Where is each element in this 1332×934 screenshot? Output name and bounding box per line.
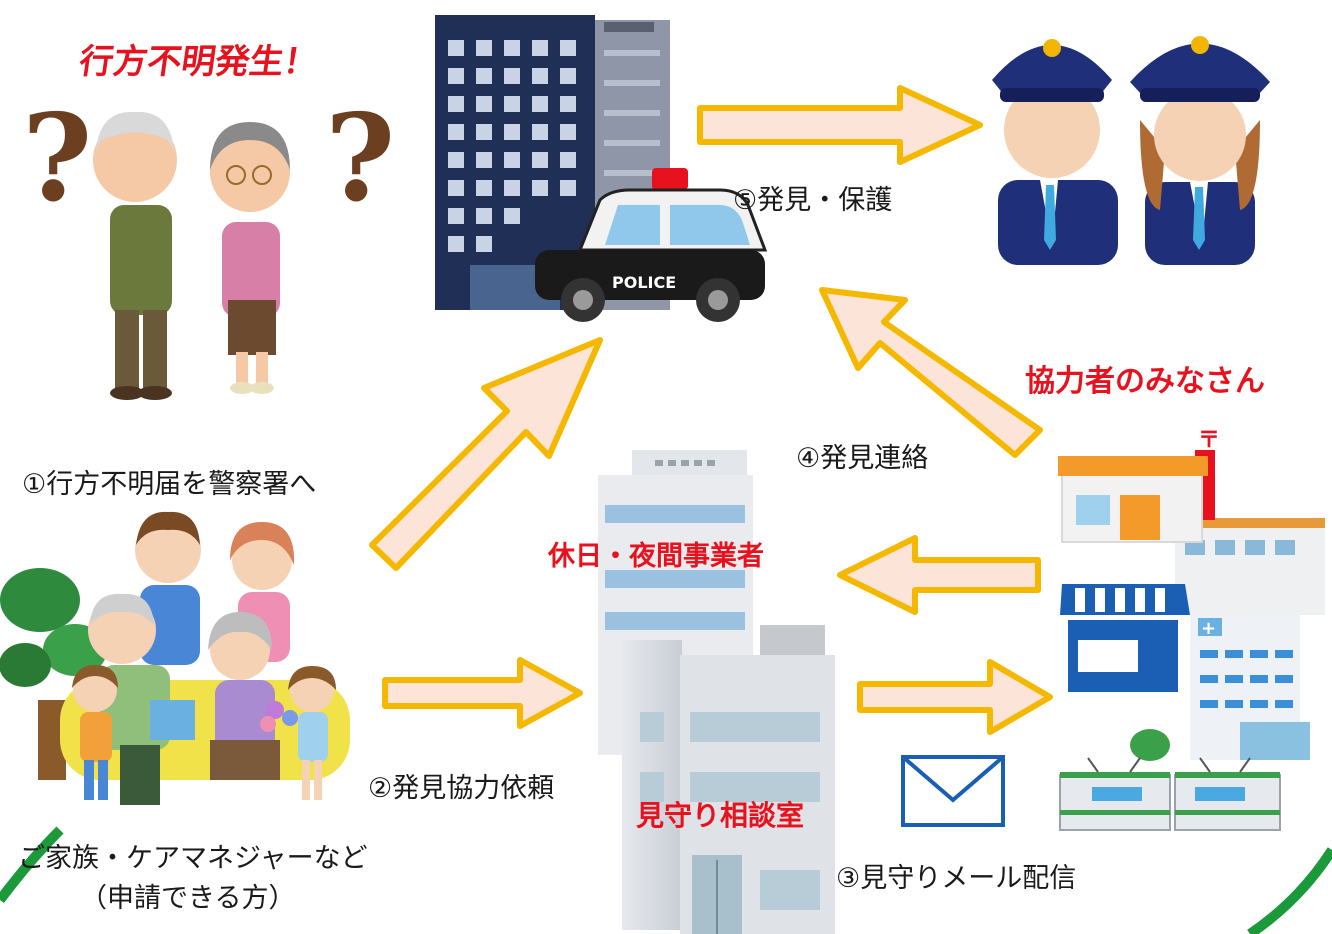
night-business-label: 休日・夜間事業者: [548, 541, 764, 572]
cooperators-label: 協力者のみなさん: [1025, 364, 1265, 399]
step2-label: ②発見協力依頼: [368, 773, 555, 804]
step4-label: ④発見連絡: [796, 443, 929, 474]
step5-label: ⑤発見・保護: [733, 185, 893, 216]
police-officers-icon: [992, 36, 1270, 265]
elderly-couple-confused-icon: ? ?: [22, 88, 395, 400]
svg-text:?: ?: [22, 88, 92, 229]
svg-text:?: ?: [325, 88, 395, 229]
convenience-store-icon: [1058, 450, 1215, 543]
hospital-icon: +: [1130, 615, 1310, 761]
green-arc: [0, 826, 64, 904]
family-label-line2: （申請できる方）: [80, 883, 296, 914]
step1-label: ①行方不明届を警察署へ: [22, 469, 317, 500]
arrow-cooperators-to-police: [819, 287, 1043, 458]
green-arc-right: [1247, 847, 1332, 934]
arrow-family-to-police: [369, 337, 603, 571]
arrow-watch-room-to-cooperators: [857, 659, 1053, 735]
family-label-line1: ご家族・ケアマネジャーなど: [18, 843, 368, 874]
shop-icon: [1060, 584, 1190, 692]
svg-text:+: +: [1201, 618, 1216, 639]
police-car-text: POLICE: [612, 273, 676, 292]
watch-room-building-icon: [622, 625, 835, 934]
svg-text:〒: 〒: [1198, 428, 1220, 453]
title-missing-occurred: 行方不明発生！: [76, 42, 321, 82]
family-icon: [0, 511, 350, 805]
watch-room-label: 見守り相談室: [636, 799, 805, 832]
arrow-to-police: [697, 85, 983, 165]
police-car-icon: POLICE: [535, 168, 768, 322]
envelope-icon: [901, 755, 1005, 827]
train-icon: [1059, 757, 1281, 831]
step3-label: ③見守りメール配信: [836, 863, 1077, 894]
arrow-to-night-business: [837, 535, 1041, 615]
arrow-family-to-watch-room: [382, 657, 583, 729]
